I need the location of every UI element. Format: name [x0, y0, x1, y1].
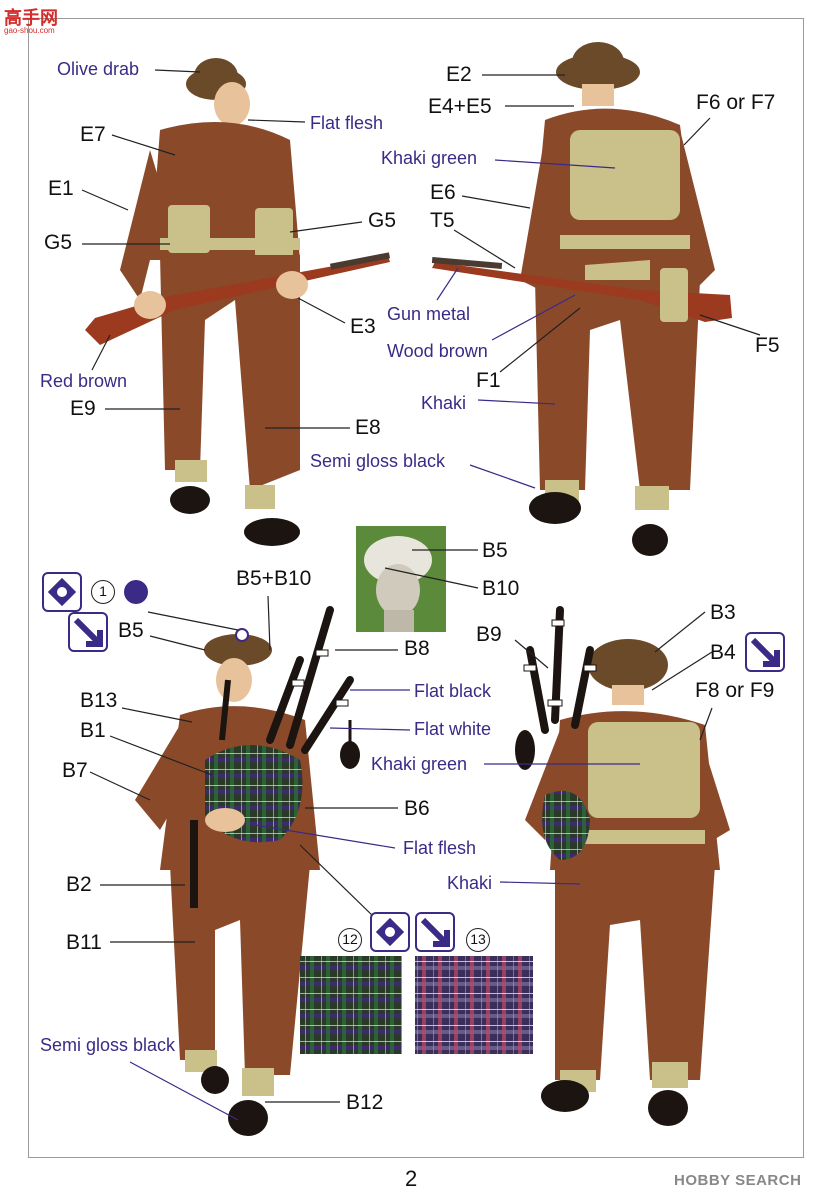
label-f6-or-f7: F6 or F7: [696, 92, 775, 113]
label-inset-b5: B5: [482, 540, 508, 561]
arrow-badge-icon: [415, 912, 455, 952]
label-e7: E7: [80, 124, 106, 145]
label-b9: B9: [476, 624, 502, 645]
decal-number-1: 1: [91, 580, 115, 604]
label-inset-b10: B10: [482, 578, 519, 599]
decal-badge-icon: [42, 572, 82, 612]
piper-back-trousers: [555, 865, 715, 1080]
label-b8: B8: [404, 638, 430, 659]
pouch-right: [255, 208, 293, 258]
label-e1: E1: [48, 178, 74, 199]
decal-number-12: 12: [338, 928, 362, 952]
boot-right-back: [632, 524, 668, 556]
piper-front: [135, 610, 360, 1136]
label-b5-b10: B5+B10: [236, 568, 311, 589]
label-gun-metal: Gun metal: [387, 305, 470, 323]
label-b11: B11: [66, 932, 102, 953]
tartan-swatch-12: [300, 956, 402, 1054]
cap-badge-icon: [124, 580, 148, 604]
label-flat-white: Flat white: [414, 720, 491, 738]
boot-right-front: [244, 518, 300, 546]
tartan-swatch-13: [415, 956, 533, 1054]
label-wood-brown: Wood brown: [387, 342, 488, 360]
label-f1: F1: [476, 370, 501, 391]
watermark: HOBBY SEARCH: [674, 1172, 801, 1189]
label-g5-right: G5: [368, 210, 396, 231]
inset-photo: [356, 526, 446, 632]
drones-back: [530, 610, 590, 730]
label-b6: B6: [404, 798, 430, 819]
label-t5: T5: [430, 210, 455, 231]
label-e8: E8: [355, 417, 381, 438]
label-e2: E2: [446, 64, 472, 85]
label-b4: B4: [710, 642, 736, 663]
label-b3: B3: [710, 602, 736, 623]
label-olive-drab: Olive drab: [57, 60, 139, 78]
label-semi-gloss-black-bottom: Semi gloss black: [40, 1036, 175, 1054]
label-e6: E6: [430, 182, 456, 203]
label-khaki-top: Khaki: [421, 394, 466, 412]
label-g5-left: G5: [44, 232, 72, 253]
chanter: [190, 820, 198, 908]
label-red-brown: Red brown: [40, 372, 127, 390]
decal-badge-icon: [370, 912, 410, 952]
boot-left-front: [170, 486, 210, 514]
label-khaki-green-top: Khaki green: [381, 149, 477, 167]
soldier-back-rifle: [432, 42, 732, 556]
label-flat-flesh-top: Flat flesh: [310, 114, 383, 132]
label-khaki-bottom: Khaki: [447, 874, 492, 892]
label-e3: E3: [350, 316, 376, 337]
backpack: [570, 130, 680, 220]
label-e4-e5: E4+E5: [428, 96, 492, 117]
label-b1: B1: [80, 720, 106, 741]
label-semi-gloss-black-top: Semi gloss black: [310, 452, 445, 470]
label-khaki-green-bottom: Khaki green: [371, 755, 467, 773]
label-b7: B7: [62, 760, 88, 781]
face-front: [214, 82, 250, 126]
arrow-badge-icon: [68, 612, 108, 652]
label-b13: B13: [80, 690, 117, 711]
decal-number-13: 13: [466, 928, 490, 952]
boot-piper-back: [648, 1090, 688, 1126]
label-b12: B12: [346, 1092, 383, 1113]
label-e9: E9: [70, 398, 96, 419]
page-number: 2: [405, 1166, 417, 1192]
label-flat-black: Flat black: [414, 682, 491, 700]
label-b5: B5: [118, 620, 144, 641]
piper-face: [216, 658, 252, 702]
boot-left-back: [529, 492, 581, 524]
label-b2: B2: [66, 874, 92, 895]
arrow-badge-icon: [745, 632, 785, 672]
label-f8-or-f9: F8 or F9: [695, 680, 774, 701]
label-flat-flesh-bottom: Flat flesh: [403, 839, 476, 857]
beret-back: [588, 639, 668, 691]
piper-backpack: [588, 722, 700, 818]
label-f5: F5: [755, 335, 780, 356]
